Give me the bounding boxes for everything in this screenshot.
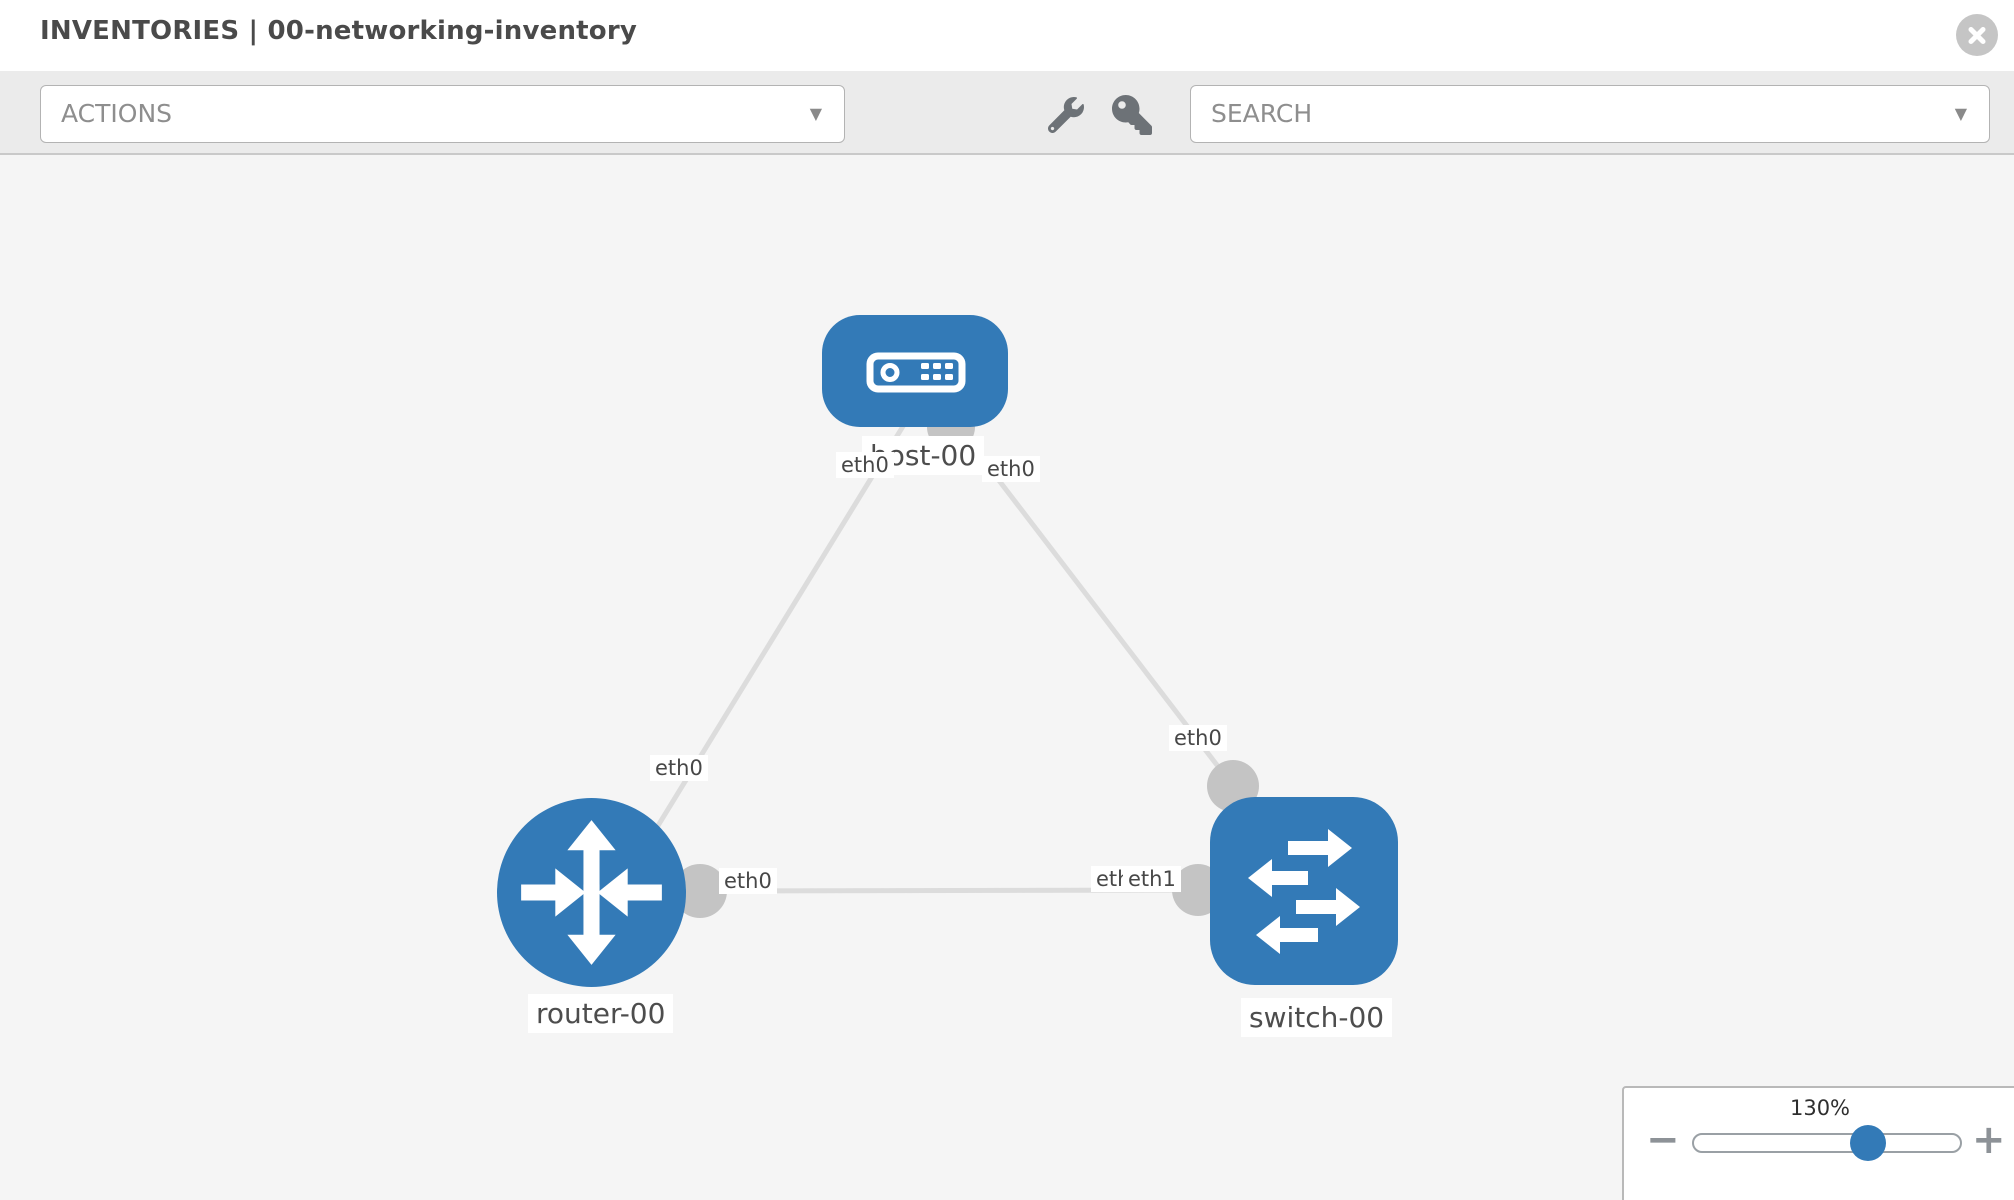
search-dropdown-label: SEARCH bbox=[1211, 99, 1313, 128]
links-layer bbox=[637, 403, 1259, 918]
interface-label-eth0: eth0 bbox=[1169, 725, 1227, 751]
wrench-icon bbox=[1048, 97, 1084, 133]
router-icon bbox=[521, 820, 662, 965]
zoom-level-value: 130% bbox=[1789, 1096, 1851, 1120]
node-label-switch: switch-00 bbox=[1241, 998, 1393, 1037]
toolbar: ACTIONS ▼ SEARCH ▼ bbox=[0, 71, 2014, 155]
interface-label-eth1: eth1 bbox=[1123, 866, 1181, 892]
zoom-slider-thumb[interactable] bbox=[1850, 1125, 1886, 1161]
zoom-out-button[interactable]: − bbox=[1646, 1117, 1680, 1163]
interface-connector-router-right bbox=[673, 864, 727, 918]
search-dropdown[interactable]: SEARCH ▼ bbox=[1190, 85, 1990, 143]
node-host-00[interactable] bbox=[822, 315, 1008, 427]
topology-canvas[interactable]: host-00 router-00 switch-00 eth0 eth0 et… bbox=[0, 155, 2014, 1200]
zoom-control-panel: 130% − + bbox=[1622, 1086, 2014, 1200]
interface-label-eth0: eth0 bbox=[982, 456, 1040, 482]
key-tool-button[interactable] bbox=[1112, 95, 1152, 135]
zoom-in-button[interactable]: + bbox=[1972, 1117, 2006, 1163]
header: INVENTORIES | 00-networking-inventory bbox=[0, 0, 2014, 71]
node-label-router: router-00 bbox=[528, 994, 674, 1033]
zoom-slider-track[interactable] bbox=[1692, 1125, 1962, 1161]
actions-dropdown[interactable]: ACTIONS ▼ bbox=[40, 85, 845, 143]
chevron-down-icon: ▼ bbox=[809, 104, 822, 123]
node-switch-00[interactable] bbox=[1210, 797, 1398, 985]
node-router-00[interactable] bbox=[497, 798, 686, 987]
interface-label-eth0: eth0 bbox=[719, 868, 777, 894]
actions-dropdown-label: ACTIONS bbox=[61, 99, 173, 128]
interface-label-eth0: eth0 bbox=[650, 755, 708, 781]
interface-label-eth0: eth0 bbox=[836, 452, 894, 478]
key-icon bbox=[1112, 95, 1152, 135]
page-title: INVENTORIES | 00-networking-inventory bbox=[40, 16, 638, 46]
chevron-down-icon: ▼ bbox=[1954, 104, 1967, 123]
switch-icon bbox=[1248, 829, 1360, 954]
wrench-tool-button[interactable] bbox=[1048, 97, 1084, 133]
link-host-router[interactable] bbox=[637, 421, 908, 857]
host-icon bbox=[866, 352, 966, 393]
close-button[interactable] bbox=[1956, 14, 1998, 56]
